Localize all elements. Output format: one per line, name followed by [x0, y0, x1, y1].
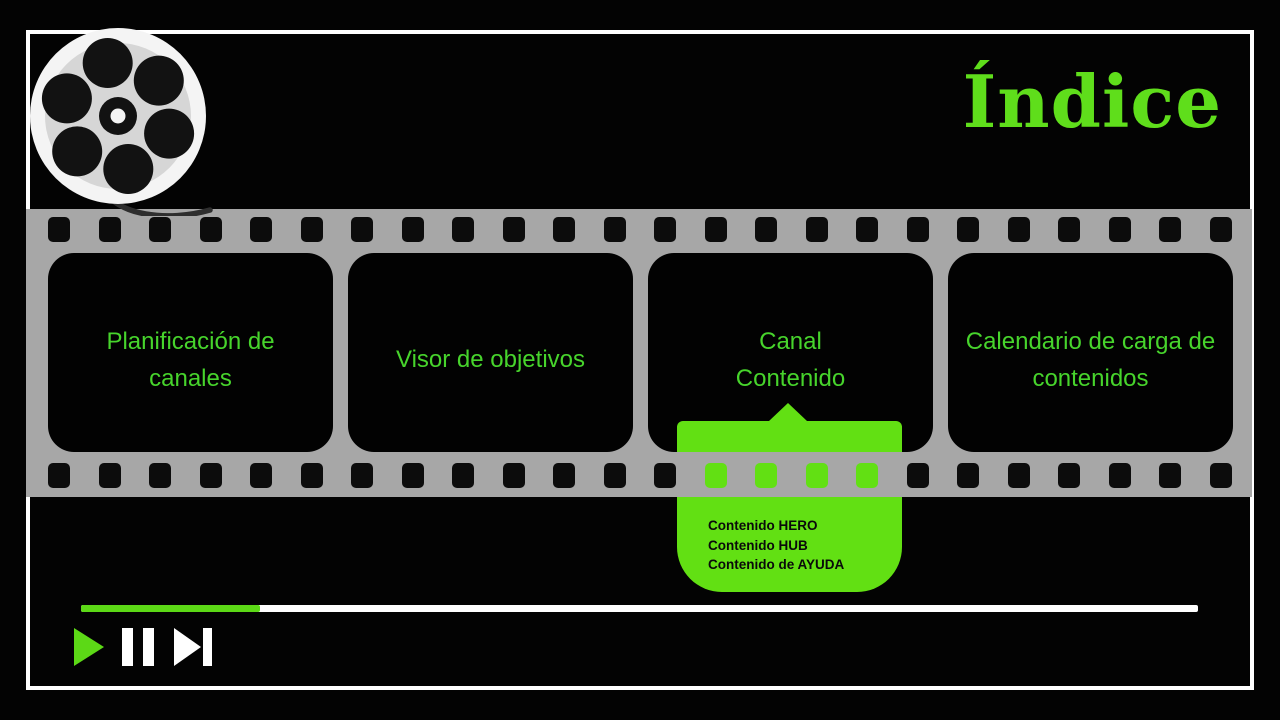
film-frame-label: Visor de objetivos	[396, 346, 585, 373]
sprocket-hole	[1209, 217, 1232, 242]
sprocket-hole	[654, 217, 676, 242]
sprocket-hole	[654, 463, 676, 488]
sprocket-hole	[1159, 217, 1181, 242]
sprocket-hole	[300, 217, 323, 242]
sprocket-hole	[98, 217, 121, 242]
play-icon	[74, 628, 104, 666]
sprocket-hole	[553, 217, 575, 242]
sprocket-hole	[452, 463, 474, 488]
progress-fill	[81, 605, 260, 612]
sprocket-hole	[351, 217, 373, 242]
sprocket-hole	[957, 217, 979, 242]
sprocket-hole	[704, 217, 727, 242]
sprocket-hole	[1159, 463, 1181, 488]
pause-icon	[122, 628, 154, 666]
sprocket-hole	[906, 463, 929, 488]
skip-next-icon	[174, 628, 212, 666]
film-frame-1[interactable]: Planificación de canales	[48, 253, 333, 452]
filmstrip: Planificación de canales Visor de objeti…	[26, 209, 1252, 497]
pause-button[interactable]	[104, 628, 154, 666]
content-callout: Contenido HERO Contenido HUB Contenido d…	[677, 403, 902, 592]
callout-item: Contenido HUB	[708, 537, 808, 553]
sprocket-hole	[755, 463, 777, 488]
film-frame-label: Canal Contenido	[735, 327, 846, 392]
player-controls	[74, 628, 212, 666]
sprocket-hole	[48, 463, 70, 488]
sprocket-hole	[149, 217, 171, 242]
sprocket-hole	[149, 463, 171, 488]
play-button[interactable]	[74, 628, 104, 666]
sprocket-hole	[755, 217, 777, 242]
film-frame-label: Calendario de carga de contenidos	[965, 327, 1216, 392]
progress-bar[interactable]	[81, 605, 1198, 612]
callout-item: Contenido HERO	[708, 518, 818, 533]
sprocket-hole	[1209, 463, 1232, 488]
sprocket-hole	[1108, 463, 1131, 488]
sprocket-hole	[957, 463, 979, 488]
sprocket-hole	[1007, 463, 1030, 488]
sprocket-hole	[199, 217, 222, 242]
sprocket-hole	[300, 463, 323, 488]
sprocket-hole	[856, 463, 878, 488]
film-frame-4[interactable]: Calendario de carga de contenidos	[948, 253, 1233, 452]
sprocket-hole	[351, 463, 373, 488]
sprocket-hole	[553, 463, 575, 488]
callout-items: Contenido HERO Contenido HUB Contenido d…	[708, 516, 844, 575]
sprocket-hole	[906, 217, 929, 242]
callout-item: Contenido de AYUDA	[708, 557, 845, 572]
sprocket-hole	[1108, 217, 1131, 242]
sprocket-hole	[805, 463, 828, 488]
sprocket-hole	[250, 217, 272, 242]
sprocket-hole	[502, 217, 525, 242]
film-frame-label: Planificación de canales	[106, 327, 275, 392]
sprocket-hole	[401, 463, 424, 488]
sprocket-hole	[1007, 217, 1030, 242]
sprocket-hole	[805, 217, 828, 242]
sprocket-hole	[704, 463, 727, 488]
sprocket-hole	[1058, 463, 1080, 488]
sprocket-hole	[48, 217, 70, 242]
sprocket-hole	[502, 463, 525, 488]
sprocket-hole	[603, 217, 626, 242]
sprocket-hole	[199, 463, 222, 488]
sprocket-hole	[1058, 217, 1080, 242]
filmstrip-bottom-band	[26, 452, 1252, 497]
sprocket-hole	[452, 217, 474, 242]
sprocket-hole	[401, 217, 424, 242]
sprocket-hole	[603, 463, 626, 488]
skip-next-button[interactable]	[154, 628, 212, 666]
sprocket-hole	[98, 463, 121, 488]
film-frame-3[interactable]: Canal Contenido	[648, 253, 933, 452]
film-frame-2[interactable]: Visor de objetivos	[348, 253, 633, 452]
page-title: Índice	[962, 59, 1222, 144]
sprocket-hole	[856, 217, 878, 242]
callout-arrow-icon	[769, 403, 807, 421]
sprocket-hole	[250, 463, 272, 488]
